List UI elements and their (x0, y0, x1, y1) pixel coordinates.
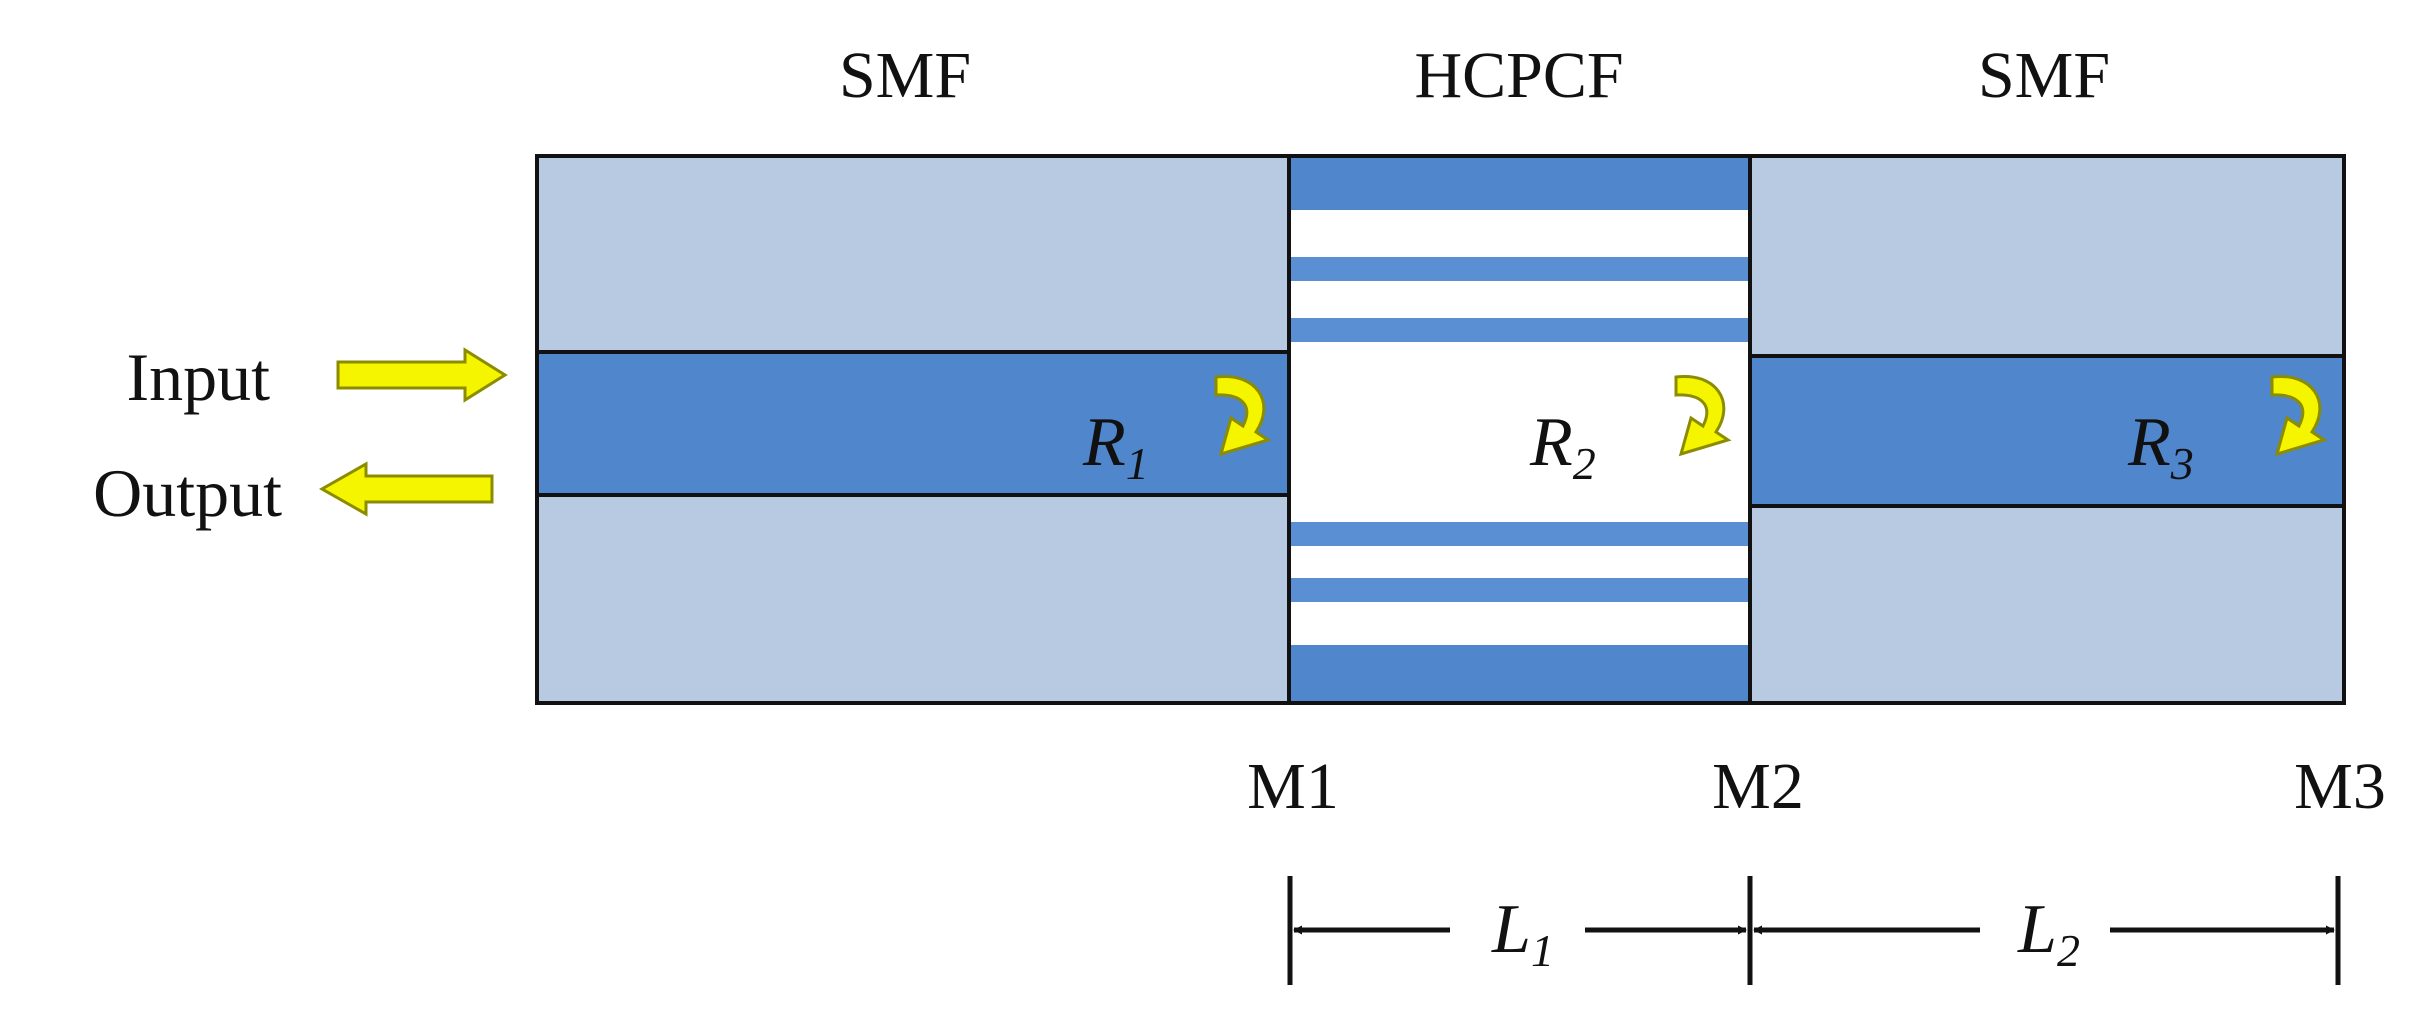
left-block-arrow-icon (318, 461, 494, 517)
reflection-label-r1: R1 (1082, 404, 1149, 489)
curved-reflection-arrow-icon (1214, 374, 1272, 457)
smf-right-core (1748, 354, 2346, 508)
mirror-label-m3: M3 (2294, 750, 2386, 823)
dimension-lines (1287, 876, 2341, 985)
hcpcf-stripe (1289, 522, 1750, 546)
hcpcf-stripe (1289, 578, 1750, 602)
smf-left-segment (535, 154, 1291, 705)
hcpcf-bottom-cladding (1289, 645, 1750, 703)
smf-left-core (535, 350, 1291, 497)
reflection-label-r3: R3 (2127, 404, 2194, 489)
length-label-l2: L2 (2017, 891, 2080, 976)
output-label: Output (93, 455, 282, 531)
mirror-label-m1: M1 (1247, 750, 1339, 823)
hcpcf-body (1287, 154, 1752, 705)
hcpcf-stripe (1289, 257, 1750, 281)
hcpcf-segment (1287, 154, 1752, 705)
curved-reflection-arrow-icon (1674, 374, 1732, 457)
length-label-l1: L1 (1491, 891, 1554, 976)
mirror-label-m2: M2 (1712, 750, 1804, 823)
input-label: Input (126, 339, 270, 415)
section-label-smf-left: SMF (839, 39, 971, 112)
smf-right-segment (1748, 154, 2346, 705)
right-block-arrow-icon (336, 347, 508, 403)
hcpcf-stripe (1289, 318, 1750, 342)
hcpcf-top-cladding (1289, 156, 1750, 210)
curved-reflection-arrow-icon (2270, 374, 2328, 457)
section-label-smf-right: SMF (1978, 39, 2110, 112)
section-label-hcpcf: HCPCF (1414, 39, 1623, 112)
reflection-label-r2: R2 (1529, 404, 1596, 489)
